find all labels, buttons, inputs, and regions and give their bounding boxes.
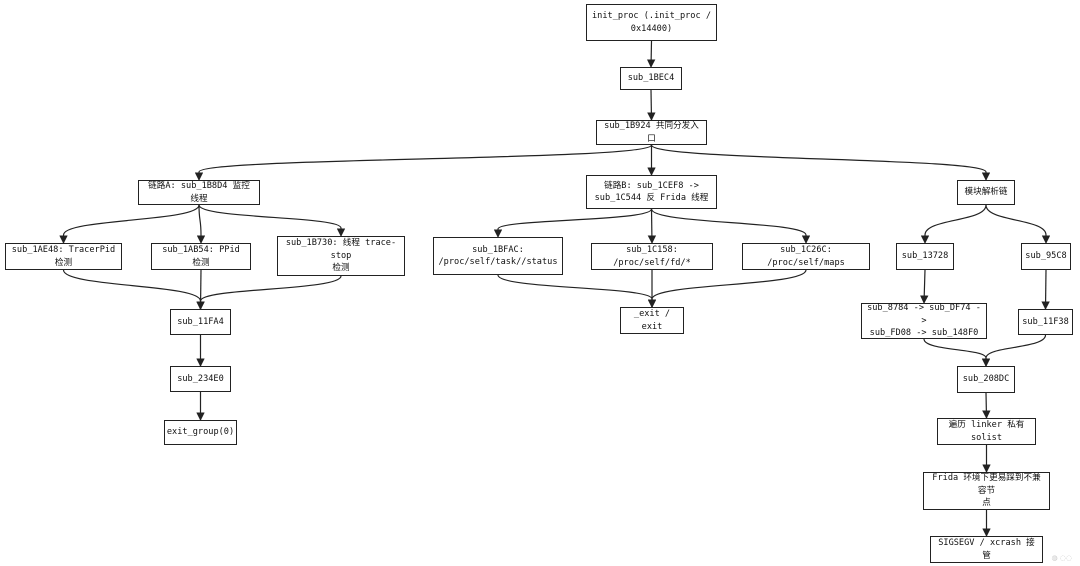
node-sub-8784-chain: sub_8784 -> sub_DF74 -> sub_FD08 -> sub_… [861, 303, 987, 339]
edge-sub_95c8-to-sub_11f38 [1041, 269, 1050, 310]
edge-chain_b-to-sub_1c158 [647, 208, 657, 244]
edge-chain_b-to-sub_1bfac [493, 208, 653, 238]
edge-sub_11f38-to-sub_208dc [981, 334, 1047, 367]
edge-sub_1b924-to-module_chain [650, 144, 991, 181]
node-exit-group: exit_group(0) [164, 420, 237, 445]
watermark-logo: ◍ ◌◌ [1051, 554, 1072, 562]
node-chain-b: 链路B: sub_1CEF8 -> sub_1C544 反 Frida 线程 [586, 175, 717, 209]
edge-sub_1bfac-to-exit [497, 274, 657, 308]
node-sub-1c26c: sub_1C26C: /proc/self/maps [742, 243, 870, 270]
node-sigsegv: SIGSEGV / xcrash 接管 [930, 536, 1043, 563]
node-sub-1bec4: sub_1BEC4 [620, 67, 682, 90]
edge-chain_a-to-sub_1ae48 [59, 204, 200, 244]
edge-sub_208dc-to-soinfo [982, 392, 991, 419]
node-sub-234e0: sub_234E0 [170, 366, 231, 392]
node-frida-env: Frida 环境下更易踩到不兼容节 点 [923, 472, 1050, 510]
node-sub-1b924-dispatch: sub_1B924 共同分发入口 [596, 120, 707, 145]
edge-sub_1b730-to-sub_11fa4 [196, 275, 342, 310]
edge-sub_1c26c-to-exit [647, 269, 807, 308]
node-sub-95c8: sub_95C8 [1021, 243, 1071, 270]
edge-sub_1bec4-to-sub_1b924 [647, 89, 656, 121]
edge-init_proc-to-sub_1bec4 [646, 40, 656, 68]
edge-chain_a-to-sub_1b730 [198, 204, 346, 237]
edge-chain_b-to-sub_1c26c [650, 208, 811, 244]
node-init-proc: init_proc (.init_proc / 0x14400) [586, 4, 717, 41]
node-sub-1b730: sub_1B730: 线程 trace-stop 检测 [277, 236, 405, 276]
node-sub-11f38: sub_11F38 [1018, 309, 1073, 335]
node-sub-1ab54: sub_1AB54: PPid 检测 [151, 243, 251, 270]
edge-sub_1ae48-to-sub_11fa4 [62, 269, 205, 310]
edge-chain_a-to-sub_1ab54 [196, 204, 206, 244]
node-sub-208dc: sub_208DC [957, 366, 1015, 393]
edge-sub_1b924-to-chain_a [194, 144, 653, 181]
node-module-chain: 模块解析链 [957, 180, 1015, 205]
node-sub-1ae48: sub_1AE48: TracerPid 检测 [5, 243, 122, 270]
node-exit: _exit / exit [620, 307, 684, 334]
node-sub-13728: sub_13728 [896, 243, 954, 270]
node-sub-11fa4: sub_11FA4 [170, 309, 231, 335]
edge-sub_8784-to-sub_208dc [923, 338, 991, 367]
node-sub-1c158: sub_1C158: /proc/self/fd/* [591, 243, 713, 270]
edge-sub_13728-to-sub_8784 [920, 269, 929, 304]
node-soinfo-traverse: 遍历 linker 私有 solist [937, 418, 1036, 445]
node-chain-a: 链路A: sub_1B8D4 监控线程 [138, 180, 260, 205]
edge-module_chain-to-sub_13728 [920, 204, 987, 244]
node-sub-1bfac: sub_1BFAC: /proc/self/task//status [433, 237, 563, 275]
edge-module_chain-to-sub_95c8 [985, 204, 1051, 244]
